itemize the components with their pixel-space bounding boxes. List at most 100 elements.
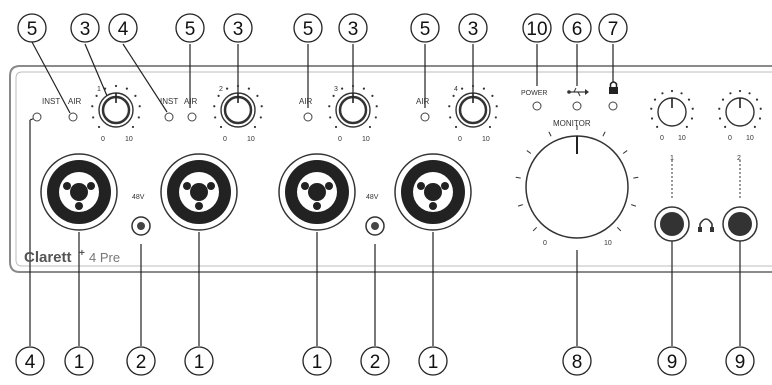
callout-5-d: 5 bbox=[410, 13, 440, 43]
leader-lines-bottom bbox=[29, 115, 741, 346]
inst-led-1 bbox=[32, 112, 42, 122]
indicator-leds: INST AIR INST AIR AIR AIR POWER bbox=[32, 81, 618, 122]
svg-text:10: 10 bbox=[678, 135, 686, 142]
callout-1-c: 1 bbox=[302, 346, 332, 376]
headphone-jack-2 bbox=[722, 206, 758, 242]
svg-text:10: 10 bbox=[362, 136, 370, 143]
svg-text:1: 1 bbox=[428, 352, 439, 373]
combo-input-2[interactable] bbox=[160, 153, 238, 231]
svg-text:3: 3 bbox=[80, 19, 91, 40]
svg-text:3: 3 bbox=[348, 19, 359, 40]
svg-text:10: 10 bbox=[125, 136, 133, 143]
svg-text:Clarett: Clarett bbox=[24, 249, 72, 266]
monitor-knob: MONITOR 0 10 bbox=[515, 119, 639, 247]
svg-text:0: 0 bbox=[660, 135, 664, 142]
svg-text:9: 9 bbox=[735, 352, 746, 373]
callout-1-a: 1 bbox=[64, 346, 94, 376]
callout-9-b: 9 bbox=[725, 346, 755, 376]
svg-text:10: 10 bbox=[482, 136, 490, 143]
svg-text:48V: 48V bbox=[366, 194, 379, 201]
svg-text:0: 0 bbox=[338, 136, 342, 143]
svg-text:4: 4 bbox=[25, 352, 36, 373]
svg-text:1: 1 bbox=[312, 352, 323, 373]
callout-3-a: 3 bbox=[70, 13, 100, 43]
lock-icon bbox=[609, 81, 618, 94]
combo-inputs bbox=[40, 153, 472, 231]
panel-inner-outline bbox=[15, 71, 772, 267]
svg-text:1: 1 bbox=[194, 352, 205, 373]
svg-text:10: 10 bbox=[604, 240, 612, 247]
svg-text:MONITOR: MONITOR bbox=[553, 119, 591, 128]
svg-text:INST: INST bbox=[42, 97, 60, 106]
callout-4-b: 4 bbox=[15, 346, 45, 376]
usb-led bbox=[572, 101, 582, 111]
headphone-knob-1: 0 10 bbox=[650, 89, 694, 142]
air-led-2 bbox=[187, 112, 197, 122]
usb-icon bbox=[567, 87, 589, 97]
svg-text:2: 2 bbox=[737, 155, 741, 162]
callout-7: 7 bbox=[598, 13, 628, 43]
svg-text:5: 5 bbox=[185, 19, 196, 40]
inst-led-2 bbox=[164, 112, 174, 122]
svg-text:3: 3 bbox=[334, 86, 338, 93]
gain-knob-2: 0 10 2 bbox=[213, 84, 263, 143]
svg-text:48V: 48V bbox=[132, 194, 145, 201]
air-led-1 bbox=[68, 112, 78, 122]
svg-text:6: 6 bbox=[572, 19, 583, 40]
svg-text:1: 1 bbox=[670, 155, 674, 162]
gain-knob-1: 0 10 1 bbox=[91, 84, 141, 143]
svg-text:0: 0 bbox=[543, 240, 547, 247]
gain-knob-3: 0 10 3 bbox=[328, 84, 378, 143]
svg-text:0: 0 bbox=[728, 135, 732, 142]
callout-8: 8 bbox=[562, 346, 592, 376]
lock-led bbox=[608, 101, 618, 111]
svg-text:0: 0 bbox=[458, 136, 462, 143]
svg-text:9: 9 bbox=[667, 352, 678, 373]
callout-9-a: 9 bbox=[657, 346, 687, 376]
svg-text:10: 10 bbox=[746, 135, 754, 142]
svg-text:5: 5 bbox=[303, 19, 314, 40]
callout-1-b: 1 bbox=[184, 346, 214, 376]
svg-text:7: 7 bbox=[608, 19, 619, 40]
callout-1-d: 1 bbox=[418, 346, 448, 376]
svg-text:8: 8 bbox=[572, 352, 583, 373]
svg-text:10: 10 bbox=[526, 19, 547, 40]
combo-input-1[interactable] bbox=[40, 153, 118, 231]
callout-2-a: 2 bbox=[126, 346, 156, 376]
svg-text:3: 3 bbox=[468, 19, 479, 40]
svg-text:1: 1 bbox=[97, 86, 101, 93]
combo-input-3[interactable] bbox=[278, 153, 356, 231]
svg-text:0: 0 bbox=[101, 136, 105, 143]
svg-text:AIR: AIR bbox=[299, 97, 313, 106]
callout-2-b: 2 bbox=[360, 346, 390, 376]
svg-text:4: 4 bbox=[454, 86, 458, 93]
headphone-icon bbox=[698, 218, 714, 232]
air-led-3 bbox=[303, 112, 313, 122]
svg-text:2: 2 bbox=[136, 352, 147, 373]
svg-text:2: 2 bbox=[219, 86, 223, 93]
callout-5-a: 5 bbox=[17, 13, 47, 43]
svg-text:AIR: AIR bbox=[68, 97, 82, 106]
svg-text:AIR: AIR bbox=[184, 97, 198, 106]
callout-3-d: 3 bbox=[458, 13, 488, 43]
svg-text:10: 10 bbox=[247, 136, 255, 143]
headphone-knob-2: 0 10 bbox=[718, 89, 762, 142]
callouts-bottom: 4 1 2 1 1 2 1 8 9 9 bbox=[15, 346, 755, 376]
svg-text:0: 0 bbox=[223, 136, 227, 143]
air-led-4 bbox=[420, 112, 430, 122]
svg-text:4: 4 bbox=[118, 19, 129, 40]
callout-3-c: 3 bbox=[338, 13, 368, 43]
svg-text:1: 1 bbox=[74, 352, 85, 373]
headphone-section: 1 2 bbox=[654, 155, 758, 242]
callout-5-b: 5 bbox=[175, 13, 205, 43]
callout-3-b: 3 bbox=[223, 13, 253, 43]
callout-6: 6 bbox=[562, 13, 592, 43]
phantom-power: 48V 48V bbox=[131, 194, 385, 236]
headphone-jack-1 bbox=[654, 206, 690, 242]
combo-input-4[interactable] bbox=[394, 153, 472, 231]
callout-10: 10 bbox=[522, 13, 552, 43]
svg-text:4 Pre: 4 Pre bbox=[89, 250, 120, 265]
svg-text:AIR: AIR bbox=[416, 97, 430, 106]
